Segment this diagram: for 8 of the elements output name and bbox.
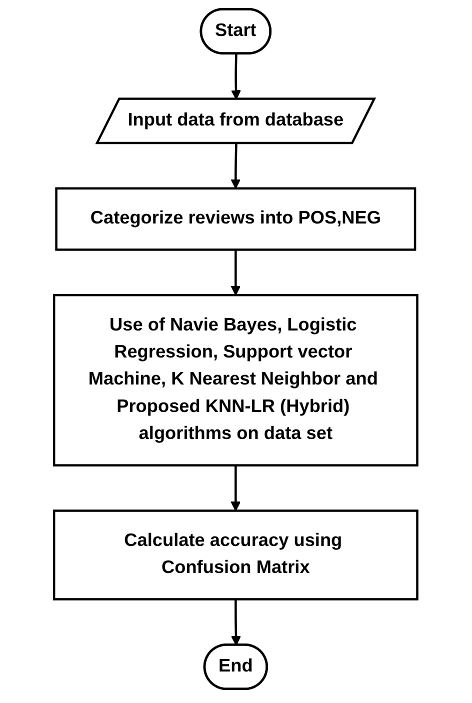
- node-box: Use of Navie Bayes, Logistic Regression, Support vector Machine, K Nearest Neighbor and Proposed KNN-LR (Hybrid) algorithms on data set: [53, 294, 419, 466]
- arrow: [231, 144, 241, 189]
- arrow: [231, 250, 241, 296]
- arrow: [231, 465, 241, 512]
- node-box: Calculate accuracy using Confusion Matrix: [53, 510, 419, 600]
- node-box: Categorize reviews into POS,NEG: [56, 187, 416, 251]
- arrow: [231, 54, 242, 100]
- arrow: [231, 599, 242, 646]
